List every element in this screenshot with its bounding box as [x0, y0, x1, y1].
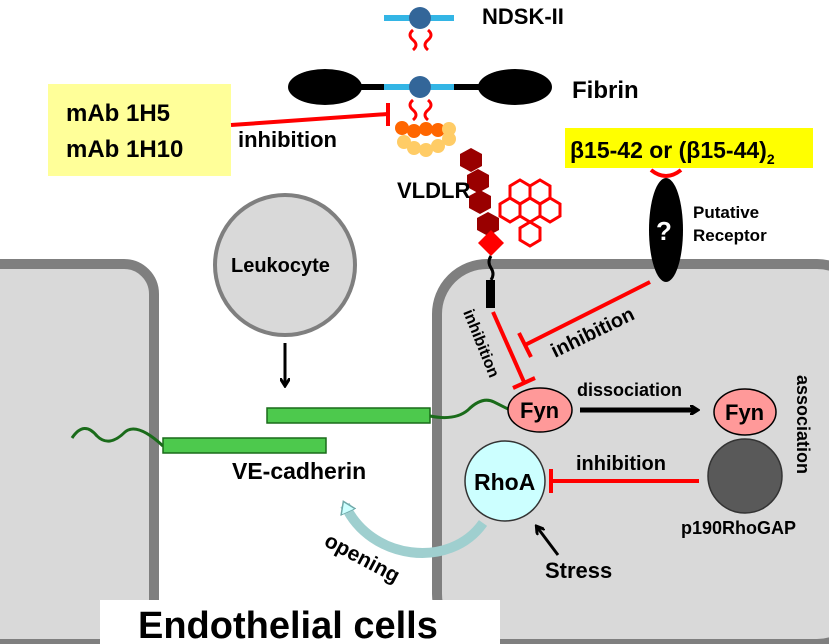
- ndsk-ii-label: NDSK-II: [482, 4, 564, 29]
- mab-inhibition-line: [230, 112, 389, 127]
- leukocyte-label: Leukocyte: [231, 255, 330, 277]
- rhoa-inhibition-label: inhibition: [576, 453, 666, 475]
- dissociation-label: dissociation: [577, 380, 682, 400]
- mab-1h10-label: mAb 1H10: [66, 136, 183, 163]
- ve-cadherin-right-bar: [266, 407, 431, 424]
- mab-box: [48, 84, 231, 176]
- ndsk-ii-molecule: [384, 7, 454, 52]
- left-cell: [0, 259, 159, 644]
- ve-cadherin-right-tail: [429, 398, 511, 419]
- mab-1h5-label: mAb 1H5: [66, 100, 170, 127]
- stress-label: Stress: [545, 558, 612, 583]
- receptor-label: Receptor: [693, 226, 767, 245]
- opening-arrow: [345, 505, 488, 558]
- fyn-left: [507, 387, 573, 433]
- vldlr-receptor: [395, 121, 562, 308]
- endothelial-cells-label: Endothelial cells: [138, 605, 438, 644]
- vldlr-inhibition-line: [491, 311, 526, 383]
- rhoa-label: RhoA: [474, 469, 535, 495]
- fibrin-label: Fibrin: [572, 77, 639, 104]
- p190rhogap-label: p190RhoGAP: [681, 518, 796, 538]
- fyn-left-label: Fyn: [520, 398, 559, 423]
- ve-cadherin-label: VE-cadherin: [232, 458, 366, 484]
- ve-cadherin-left-bar: [162, 437, 327, 454]
- association-label: association: [793, 375, 813, 474]
- stress-arrow: [537, 527, 560, 556]
- opening-label: opening: [321, 529, 404, 588]
- fyn-right: [713, 388, 777, 436]
- beta-binding-cup: [649, 168, 683, 178]
- ve-cadherin-left-tail: [70, 427, 165, 448]
- fyn-right-label: Fyn: [725, 400, 764, 425]
- mab-inhibition-label: inhibition: [238, 127, 337, 152]
- vldlr-label: VLDLR: [397, 178, 470, 203]
- putative-label: Putative: [693, 203, 759, 222]
- putative-receptor: [649, 178, 683, 282]
- leukocyte: [213, 193, 357, 337]
- rhoa: [464, 440, 546, 522]
- beta-peptide-label: β15-42 or (β15-44)2: [570, 137, 775, 167]
- p190rhogap: [707, 438, 783, 514]
- beta-peptide-box: [565, 128, 813, 168]
- question-mark: ?: [656, 216, 672, 246]
- right-cell: [432, 259, 829, 644]
- receptor-inhibition-line: [524, 280, 651, 347]
- fibrin-molecule: [288, 69, 552, 122]
